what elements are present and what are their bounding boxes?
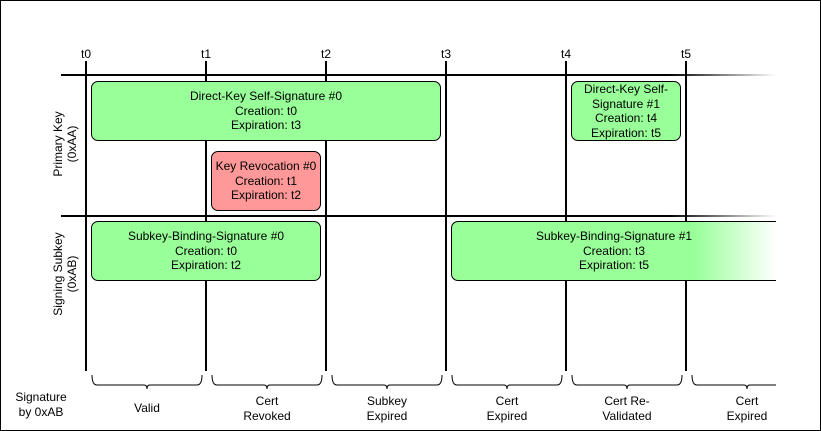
signature-label-line1: Signature bbox=[15, 390, 67, 404]
state-valid-line2: Valid bbox=[134, 401, 160, 415]
row-label-subkey-line2: (0xAB) bbox=[65, 255, 79, 293]
tick-t4: t4 bbox=[560, 47, 572, 61]
dk0-title: Direct-Key Self-Signature #0 bbox=[189, 89, 343, 104]
sb1-expiration: Expiration: t5 bbox=[578, 258, 650, 273]
dk1-creation: Creation: t4 bbox=[594, 111, 658, 125]
state-cert-revoked: Cert Revoked bbox=[243, 394, 290, 424]
signature-by-label: Signature by 0xAB bbox=[6, 390, 76, 420]
tick-t1: t1 bbox=[200, 47, 212, 61]
tick-t5: t5 bbox=[680, 47, 692, 61]
row-label-signing-subkey: Signing Subkey (0xAB) bbox=[51, 214, 81, 334]
dk1-expiration: Expiration: t5 bbox=[590, 125, 662, 140]
row-label-primary-line1: Primary Key bbox=[51, 111, 65, 177]
state-cert-revoked-line1: Cert bbox=[255, 394, 279, 408]
brace-cert-revoked bbox=[211, 374, 323, 390]
state-cert-expired-line1: Cert bbox=[495, 394, 519, 408]
row-label-primary-line2: (0xAA) bbox=[65, 125, 79, 163]
sb1-creation: Creation: t3 bbox=[582, 243, 646, 258]
state-cert-revalidated-line2: Validated bbox=[602, 409, 652, 423]
state-subkey-expired-line1: Subkey bbox=[366, 394, 408, 408]
row-line-primary bbox=[61, 74, 776, 76]
tick-t0: t0 bbox=[80, 47, 92, 61]
direct-key-self-signature-1: Direct-Key Self- Signature #1 Creation: … bbox=[571, 81, 681, 141]
brace-cert-expired bbox=[451, 374, 563, 390]
rev0-expiration: Expiration: t2 bbox=[230, 188, 302, 203]
sb0-title: Subkey-Binding-Signature #0 bbox=[127, 229, 285, 244]
state-cert-expired-2: Cert Expired bbox=[727, 394, 768, 424]
sb0-expiration: Expiration: t2 bbox=[170, 258, 242, 273]
signature-label-line2: by 0xAB bbox=[18, 405, 64, 419]
rev0-title: Key Revocation #0 bbox=[215, 159, 317, 174]
rev0-creation: Creation: t1 bbox=[234, 173, 298, 188]
state-cert-expired-2-line2: Expired bbox=[726, 409, 768, 423]
sb0-creation: Creation: t0 bbox=[174, 243, 238, 258]
state-valid: Valid bbox=[134, 401, 160, 416]
sb1-title: Subkey-Binding-Signature #1 bbox=[535, 229, 693, 244]
state-cert-revalidated-line1: Cert Re- bbox=[604, 394, 650, 408]
dk0-creation: Creation: t0 bbox=[234, 103, 298, 118]
dk0-expiration: Expiration: t3 bbox=[230, 118, 302, 133]
brace-cert-expired-2 bbox=[691, 374, 776, 390]
subkey-binding-signature-1: Subkey-Binding-Signature #1 Creation: t3… bbox=[451, 221, 776, 281]
dk1-title-b: Signature #1 bbox=[591, 96, 661, 111]
state-cert-expired-line2: Expired bbox=[486, 409, 528, 423]
state-cert-expired-2-line1: Cert bbox=[735, 394, 759, 408]
brace-cert-revalidated bbox=[571, 374, 683, 390]
row-label-subkey-line1: Signing Subkey bbox=[51, 232, 65, 316]
state-cert-revalidated: Cert Re- Validated bbox=[602, 394, 651, 424]
direct-key-self-signature-0: Direct-Key Self-Signature #0 Creation: t… bbox=[91, 81, 441, 141]
brace-valid bbox=[91, 374, 203, 390]
row-label-primary-key: Primary Key (0xAA) bbox=[51, 94, 81, 194]
dk1-title-a: Direct-Key Self- bbox=[583, 82, 669, 96]
subkey-binding-signature-0: Subkey-Binding-Signature #0 Creation: t0… bbox=[91, 221, 321, 281]
state-cert-expired: Cert Expired bbox=[487, 394, 528, 424]
state-braces bbox=[91, 374, 776, 390]
state-subkey-expired: Subkey Expired bbox=[367, 394, 408, 424]
state-cert-revoked-line2: Revoked bbox=[243, 409, 291, 423]
tick-t2: t2 bbox=[320, 47, 332, 61]
row-line-subkey bbox=[61, 215, 776, 217]
tick-t3: t3 bbox=[440, 47, 452, 61]
key-revocation-0: Key Revocation #0 Creation: t1 Expiratio… bbox=[211, 151, 321, 211]
state-subkey-expired-line2: Expired bbox=[366, 409, 408, 423]
brace-subkey-expired bbox=[331, 374, 443, 390]
